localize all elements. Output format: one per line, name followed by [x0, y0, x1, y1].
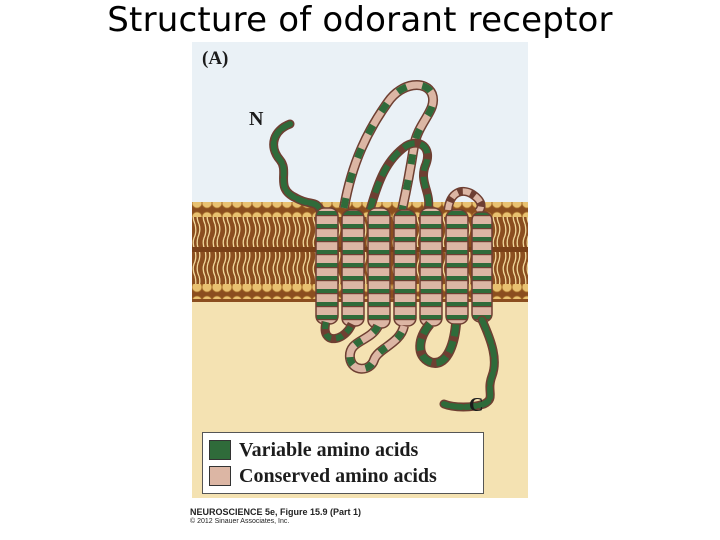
receptor-diagram	[192, 42, 528, 498]
helix-5	[419, 207, 443, 327]
credit-copyright: © 2012 Sinauer Associates, Inc.	[190, 518, 290, 525]
legend: Variable amino acids Conserved amino aci…	[202, 432, 484, 494]
extracellular-loops	[339, 80, 486, 216]
legend-label-variable: Variable amino acids	[239, 438, 419, 461]
variable-swatch	[209, 440, 231, 460]
helix-1	[315, 207, 339, 325]
figure-credit: NEUROSCIENCE 5e, Figure 15.9 (Part 1) © …	[190, 507, 361, 525]
helix-3	[367, 207, 391, 329]
legend-item-conserved: Conserved amino acids	[209, 464, 437, 488]
helix-4	[393, 209, 417, 327]
credit-source: NEUROSCIENCE 5e, Figure 15.9 (Part 1)	[190, 507, 362, 517]
legend-label-conserved: Conserved amino acids	[239, 464, 437, 487]
slide-title: Structure of odorant receptor	[107, 0, 613, 40]
conserved-swatch	[209, 466, 231, 486]
receptor-figure: (A) N C Variable amino acids Conserved a…	[192, 42, 528, 498]
n-terminus-label: N	[249, 108, 264, 130]
transmembrane-helices	[315, 207, 493, 329]
helix-2	[341, 209, 365, 327]
helix-6	[445, 209, 469, 325]
panel-label: (A)	[202, 48, 229, 69]
c-terminus-label: C	[469, 394, 484, 416]
legend-item-variable: Variable amino acids	[209, 438, 418, 462]
intracellular-loops	[320, 320, 461, 374]
helix-7	[471, 211, 493, 323]
extracellular-region	[192, 42, 528, 207]
